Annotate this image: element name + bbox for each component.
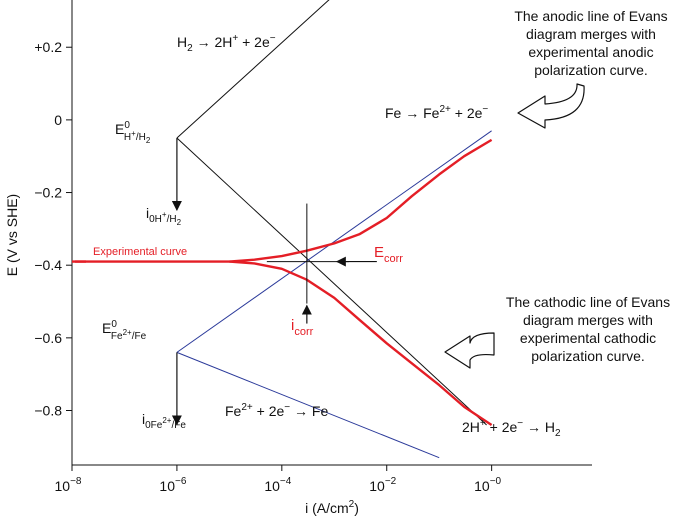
anodic-note-line-1: The anodic line of Evans — [514, 8, 667, 24]
x-axis-label: i (A/cm2) — [305, 499, 359, 516]
i0-hydrogen-label: i0H+/H2 — [146, 205, 182, 227]
y-tick-label: −0.6 — [34, 330, 62, 346]
anodic-note-line-3: experimental anodic — [528, 44, 653, 60]
e-corr-label: Ecorr — [374, 244, 403, 265]
cathodic-note-line-1: The cathodic line of Evans — [506, 294, 670, 310]
series-line-h2-cathodic — [176, 137, 487, 426]
cathodic-note-line-4: polarization curve. — [531, 348, 645, 364]
fe-anodic-reaction-label: Fe → Fe2+ + 2e− — [385, 104, 488, 121]
y-tick-label: −0.4 — [34, 257, 62, 273]
y-ticks: +0.2 0 −0.2 −0.4 −0.6 −0.8 — [34, 39, 72, 419]
overlays — [75, 138, 377, 426]
i0-iron-label: i0Fe2+/Fe — [142, 411, 186, 431]
x-tick-label: 10−0 — [474, 476, 501, 494]
cathodic-note-arrow — [444, 332, 495, 369]
x-tick-label: 10−2 — [369, 476, 396, 494]
experimental-curve-label: Experimental curve — [93, 246, 187, 258]
anodic-note: The anodic line of Evans diagram merges … — [514, 8, 667, 78]
anodic-note-line-2: diagram merges with — [526, 26, 656, 42]
series-line-h2-anodic — [176, 0, 330, 139]
y-tick-label: −0.8 — [34, 403, 62, 419]
x-tick-label: 10−8 — [55, 476, 82, 494]
fe-cathodic-reaction-label: Fe2+ + 2e− → Fe — [225, 402, 328, 419]
series-group — [72, 0, 493, 459]
cathodic-note: The cathodic line of Evans diagram merge… — [506, 294, 670, 364]
y-axis-label: E (V vs SHE) — [4, 194, 20, 276]
y-tick-label: +0.2 — [34, 39, 62, 55]
cathodic-note-line-2: diagram merges with — [523, 312, 653, 328]
y-tick-label: 0 — [54, 112, 62, 128]
anodic-note-arrow — [517, 83, 585, 129]
cathodic-note-line-3: experimental cathodic — [520, 330, 656, 346]
x-tick-label: 10−6 — [159, 476, 186, 494]
h2-cathodic-reaction-label: 2H+ + 2e− → H2 — [462, 418, 561, 439]
x-ticks: 10−8 10−6 10−4 10−2 10−0 — [55, 465, 502, 494]
series-line-exp-cathodic — [229, 260, 493, 427]
axes — [71, 0, 592, 466]
series-line-fe-cathodic — [176, 351, 440, 459]
series-line-fe-anodic — [176, 130, 492, 353]
y-tick-label: −0.2 — [34, 185, 62, 201]
x-tick-label: 10−4 — [264, 476, 291, 494]
i-corr-label: icorr — [291, 317, 314, 338]
anodic-note-line-4: polarization curve. — [534, 62, 648, 78]
series-line-exp-anodic — [72, 138, 493, 263]
h2-anodic-reaction-label: H2 → 2H+ + 2e− — [177, 33, 276, 54]
